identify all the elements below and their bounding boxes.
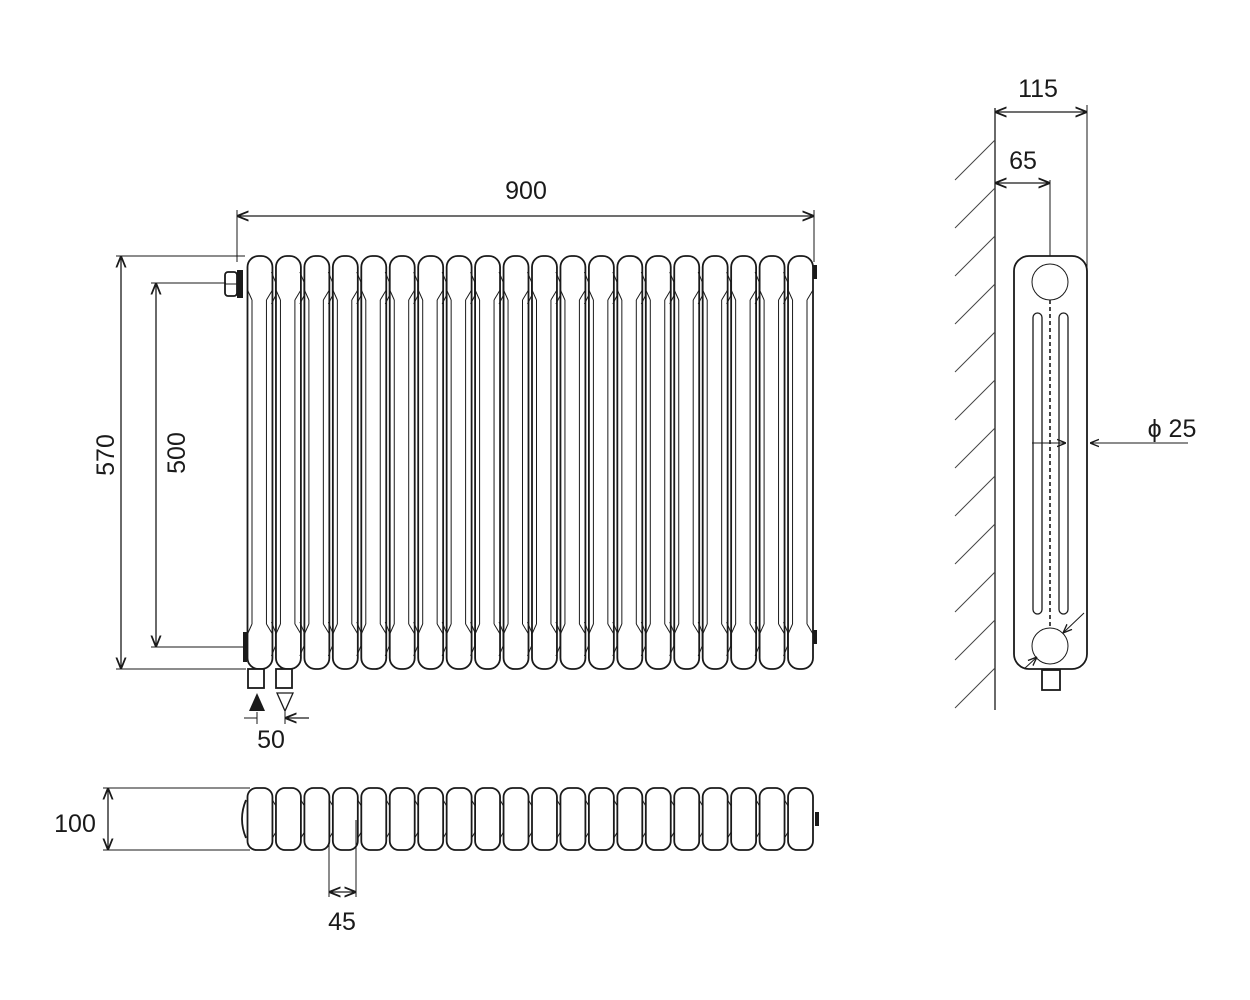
- front-section: [555, 255, 587, 670]
- front-section: [697, 255, 729, 670]
- top-section: [502, 787, 533, 851]
- hatch-line: [954, 139, 996, 181]
- hatch-line: [954, 379, 996, 421]
- front-section: [327, 255, 359, 670]
- dimension-wall-to-center: 65: [995, 147, 1051, 256]
- top-section: [531, 787, 561, 851]
- height-label: 570: [92, 434, 120, 476]
- top-section: [275, 787, 305, 851]
- inlet-pipe: [247, 668, 265, 689]
- front-section: [498, 255, 530, 670]
- top-section: [445, 787, 476, 851]
- hatch-line: [954, 571, 996, 613]
- front-section: [754, 255, 786, 670]
- front-section: [246, 255, 274, 670]
- total-depth-label: 115: [1018, 75, 1058, 103]
- top-section: [730, 787, 761, 851]
- hatch-line: [954, 667, 996, 709]
- pipe-spacing-label: 50: [257, 726, 285, 754]
- front-section: [470, 255, 501, 670]
- wall-hatching: [954, 139, 996, 709]
- top-section: [360, 787, 391, 851]
- dimension-pipe-diameter: ϕ 25: [1032, 415, 1196, 443]
- top-section: [588, 787, 618, 851]
- dimension-depth: 100: [54, 787, 250, 851]
- top-section: [331, 787, 362, 851]
- side-pipe: [1041, 669, 1061, 691]
- top-section: [673, 787, 704, 851]
- dimension-connection-center: 500: [151, 282, 244, 648]
- dimension-pipe-spacing: 50: [244, 712, 309, 754]
- front-view: 900 570 500 50: [92, 177, 817, 754]
- section-pitch-label: 45: [328, 908, 356, 936]
- hatch-line: [954, 187, 996, 229]
- outlet-pipe: [275, 668, 293, 689]
- top-section: [246, 787, 277, 851]
- top-section: [417, 787, 448, 851]
- front-section: [270, 255, 302, 670]
- front-section: [640, 255, 672, 670]
- top-section: [388, 787, 419, 851]
- front-section: [669, 255, 701, 670]
- hatch-line: [954, 331, 996, 373]
- dimension-height: 570: [92, 255, 246, 670]
- top-section: [616, 787, 647, 851]
- hatch-line: [954, 235, 996, 277]
- bottom-header-circle: [1031, 627, 1069, 665]
- front-section: [299, 255, 331, 670]
- side-view: 115 65 ϕ 25: [954, 75, 1196, 710]
- pipe-diameter-label: ϕ 25: [1148, 415, 1197, 443]
- flow-in-arrow-icon: [249, 693, 265, 711]
- top-section: [644, 787, 675, 851]
- front-section: [726, 255, 758, 670]
- hatch-line: [954, 283, 996, 325]
- front-section: [583, 255, 615, 670]
- top-section: [474, 787, 505, 851]
- depth-label: 100: [54, 810, 96, 838]
- front-section: [527, 255, 558, 670]
- top-sections: [246, 787, 819, 851]
- dimension-section-pitch: 45: [328, 820, 357, 936]
- top-section: [758, 787, 789, 851]
- front-section: [612, 255, 644, 670]
- hatch-line: [954, 619, 996, 661]
- dimension-width: 900: [236, 177, 815, 262]
- top-view: 100 45: [54, 787, 819, 936]
- air-vent-plug: [224, 270, 243, 298]
- top-section: [701, 787, 732, 851]
- hatch-line: [954, 475, 996, 517]
- front-section: [413, 255, 445, 670]
- top-section: [787, 787, 814, 851]
- flow-out-arrow-icon: [275, 692, 295, 713]
- hatch-line: [954, 427, 996, 469]
- wall-to-center-label: 65: [1009, 147, 1037, 175]
- hatch-line: [954, 523, 996, 565]
- front-sections: [243, 255, 817, 670]
- dimension-total-depth: 115: [995, 75, 1088, 270]
- front-section: [783, 255, 814, 670]
- width-label: 900: [505, 177, 547, 205]
- connection-center-label: 500: [163, 432, 191, 474]
- front-section: [441, 255, 473, 670]
- top-section: [559, 787, 590, 851]
- front-section: [384, 255, 416, 670]
- front-section: [356, 255, 388, 670]
